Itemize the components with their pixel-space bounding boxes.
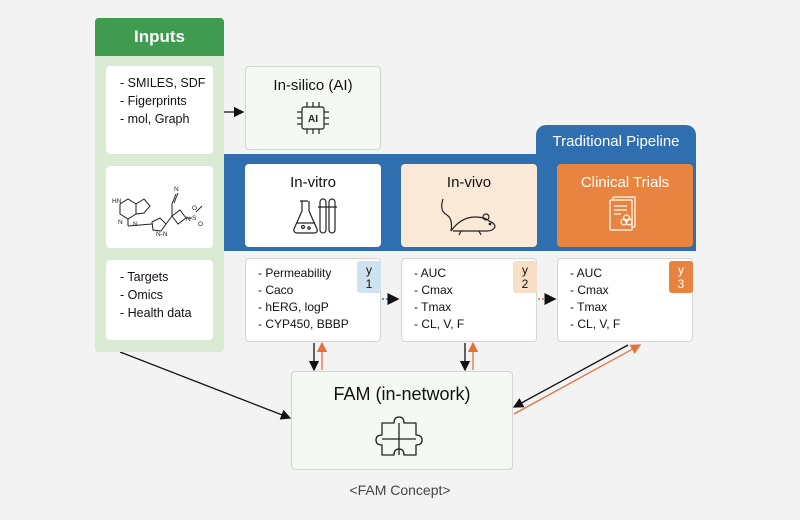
input-data-item: - Targets (120, 270, 169, 284)
svg-text:N-N: N-N (156, 231, 168, 238)
value-item: - AUC (414, 266, 447, 280)
stage-title: In-vivo (446, 174, 492, 191)
value-item: - hERG, logP (258, 300, 329, 314)
clinical-document-icon (609, 196, 636, 231)
value-item: - Permeability (258, 266, 332, 280)
svg-text:O: O (198, 221, 203, 228)
molecule-structure-icon: HN N N N-N N N S O O (112, 186, 203, 238)
molecule-card: HN N N N-N N N S O O (106, 166, 213, 248)
stage-invivo: In-vivo (401, 164, 537, 247)
input-data-item: - Health data (120, 306, 192, 320)
svg-text:N: N (118, 219, 123, 226)
stage-title: In-vitro (290, 174, 336, 191)
input-format-item: - SMILES, SDF (120, 76, 206, 90)
arrow-v3-to-fam (512, 344, 629, 408)
svg-text:O: O (192, 205, 197, 212)
value-item: - CYP450, BBBP (258, 317, 349, 331)
arrow-inputs-to-fam (119, 351, 292, 420)
ai-chip-icon: AI (297, 102, 329, 134)
input-card-data: - Targets - Omics - Health data (106, 260, 213, 340)
ai-chip-label: AI (308, 114, 318, 125)
mouse-icon (441, 198, 496, 236)
input-format-item: - mol, Graph (120, 112, 190, 126)
puzzle-pieces-icon (375, 416, 423, 456)
svg-text:N: N (174, 186, 179, 193)
value-item: - Cmax (414, 283, 453, 297)
value-card-invitro: - Permeability - Caco - hERG, logP - CYP… (245, 258, 381, 342)
stage-clinical-trials: Clinical Trials (557, 164, 693, 247)
stage-title: Clinical Trials (580, 174, 670, 191)
inputs-header: Inputs (95, 18, 224, 56)
input-card-formats: - SMILES, SDF - Figerprints - mol, Graph (106, 66, 213, 154)
value-item: - Caco (258, 283, 294, 297)
value-item: - Cmax (570, 283, 609, 297)
value-item: - CL, V, F (570, 317, 621, 331)
insilico-title: In-silico (AI) (273, 77, 353, 94)
value-item: - AUC (570, 266, 603, 280)
fam-box: FAM (in-network) (291, 371, 513, 470)
svg-text:S: S (192, 215, 197, 222)
value-item: - Tmax (414, 300, 452, 314)
fam-title: FAM (in-network) (333, 384, 471, 404)
test-tubes-icon (293, 198, 337, 234)
svg-text:N: N (133, 221, 138, 228)
stage-invitro: In-vitro (245, 164, 381, 247)
input-data-item: - Omics (120, 288, 164, 302)
arrow-fam-to-v3 (513, 344, 642, 415)
figure-caption: <FAM Concept> (349, 482, 451, 498)
svg-text:N: N (186, 216, 191, 223)
traditional-pipeline-tab: Traditional Pipeline (536, 125, 696, 158)
value-item: - Tmax (570, 300, 608, 314)
input-format-item: - Figerprints (120, 94, 187, 108)
value-item: - CL, V, F (414, 317, 465, 331)
svg-text:HN: HN (112, 198, 122, 205)
insilico-box: In-silico (AI) AI (245, 66, 381, 150)
